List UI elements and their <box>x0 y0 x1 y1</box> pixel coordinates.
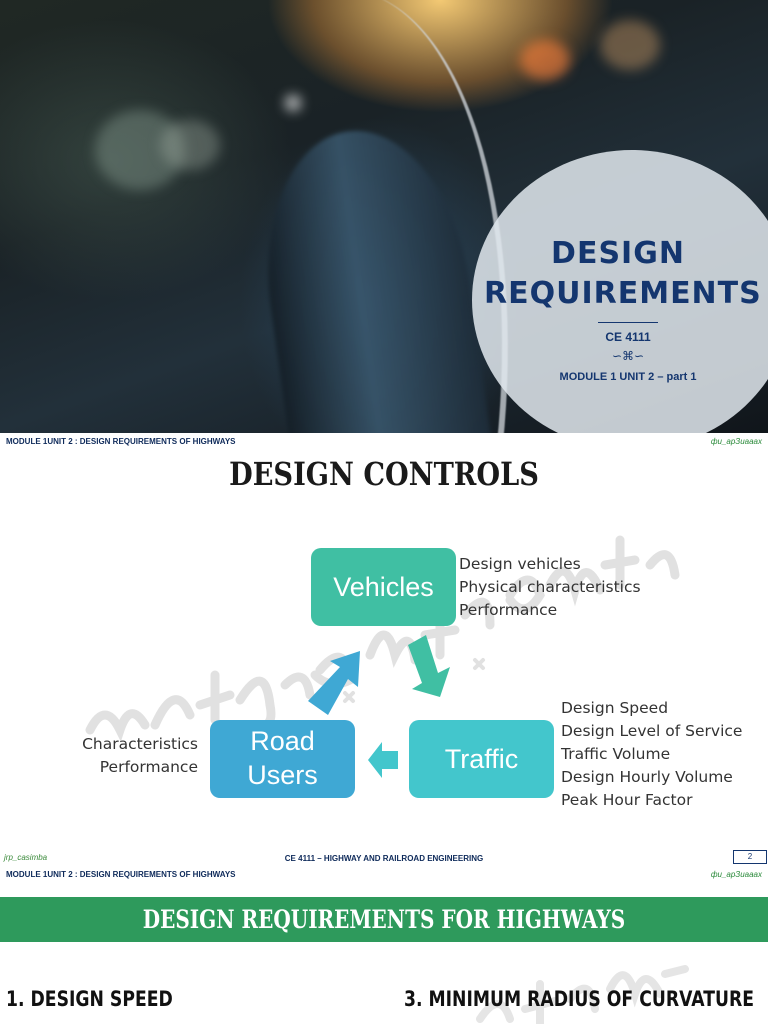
watermark-signature <box>476 965 689 1024</box>
slide-title: DESIGN REQUIREMENTS FOR HIGHWAYS <box>142 905 626 934</box>
road-users-box: Road Users <box>210 720 355 798</box>
requirement-item-1: 1. DESIGN SPEED <box>6 987 173 1011</box>
vehicles-box: Vehicles <box>311 548 456 626</box>
note-line: Physical characteristics <box>459 578 641 596</box>
module-label: MODULE 1 UNIT 2 – part 1 <box>559 371 697 383</box>
requirement-item-3: 3. MINIMUM RADIUS OF CURVATURE <box>404 987 754 1011</box>
title-band: DESIGN REQUIREMENTS FOR HIGHWAYS <box>0 897 768 942</box>
note-line: Performance <box>459 601 558 619</box>
users-notes: Characteristics Performance <box>30 733 198 779</box>
bokeh-light <box>520 40 570 80</box>
page-number: 2 <box>733 850 767 864</box>
bokeh-light <box>600 20 660 70</box>
note-line: Design Hourly Volume <box>561 768 733 786</box>
title-slide: DESIGN REQUIREMENTS CE 4111 ∽⌘∽ MODULE 1… <box>0 0 768 433</box>
slide-header: MODULE 1UNIT 2 : DESIGN REQUIREMENTS OF … <box>6 870 236 879</box>
bokeh-light <box>160 120 220 170</box>
ornament-icon: ∽⌘∽ <box>611 349 645 363</box>
note-line: Design Speed <box>561 699 669 717</box>
arrow-users-to-vehicles-icon <box>308 651 360 715</box>
road-users-line2: Users <box>247 760 318 790</box>
author-signature: jrp_casimba <box>4 853 48 862</box>
note-line: Performance <box>99 758 198 776</box>
design-controls-slide: MODULE 1UNIT 2 : DESIGN REQUIREMENTS OF … <box>0 433 768 867</box>
course-footer: CE 4111 – HIGHWAY AND RAILROAD ENGINEERI… <box>284 854 484 863</box>
design-requirements-slide: MODULE 1UNIT 2 : DESIGN REQUIREMENTS OF … <box>0 867 768 1024</box>
arrow-traffic-to-users-icon <box>368 742 398 778</box>
vehicles-notes: Design vehicles Physical characteristics… <box>459 553 641 622</box>
note-line: Characteristics <box>82 735 198 753</box>
note-line: Peak Hour Factor <box>561 791 693 809</box>
note-line: Traffic Volume <box>561 745 671 763</box>
slide-title-line2: REQUIREMENTS <box>484 276 762 311</box>
traffic-box: Traffic <box>409 720 554 798</box>
cycle-arrows <box>308 635 450 715</box>
arrow-vehicles-to-traffic-icon <box>408 635 450 697</box>
traffic-notes: Design Speed Design Level of Service Tra… <box>561 697 742 812</box>
slide-header-tag: фи_арЗиааах <box>710 437 762 446</box>
road-users-line1: Road <box>250 726 315 756</box>
title-divider <box>598 322 658 323</box>
course-code: CE 4111 <box>605 330 651 344</box>
slide-title-line1: DESIGN <box>551 236 685 271</box>
slide-header: MODULE 1UNIT 2 : DESIGN REQUIREMENTS OF … <box>6 437 236 446</box>
bokeh-light <box>95 110 185 190</box>
bokeh-light <box>285 95 301 111</box>
note-line: Design vehicles <box>459 555 581 573</box>
slide-header-tag: фи_арЗиааах <box>710 870 762 879</box>
slide-title: DESIGN CONTROLS <box>229 455 539 493</box>
title-circle <box>472 150 768 433</box>
note-line: Design Level of Service <box>561 722 743 740</box>
